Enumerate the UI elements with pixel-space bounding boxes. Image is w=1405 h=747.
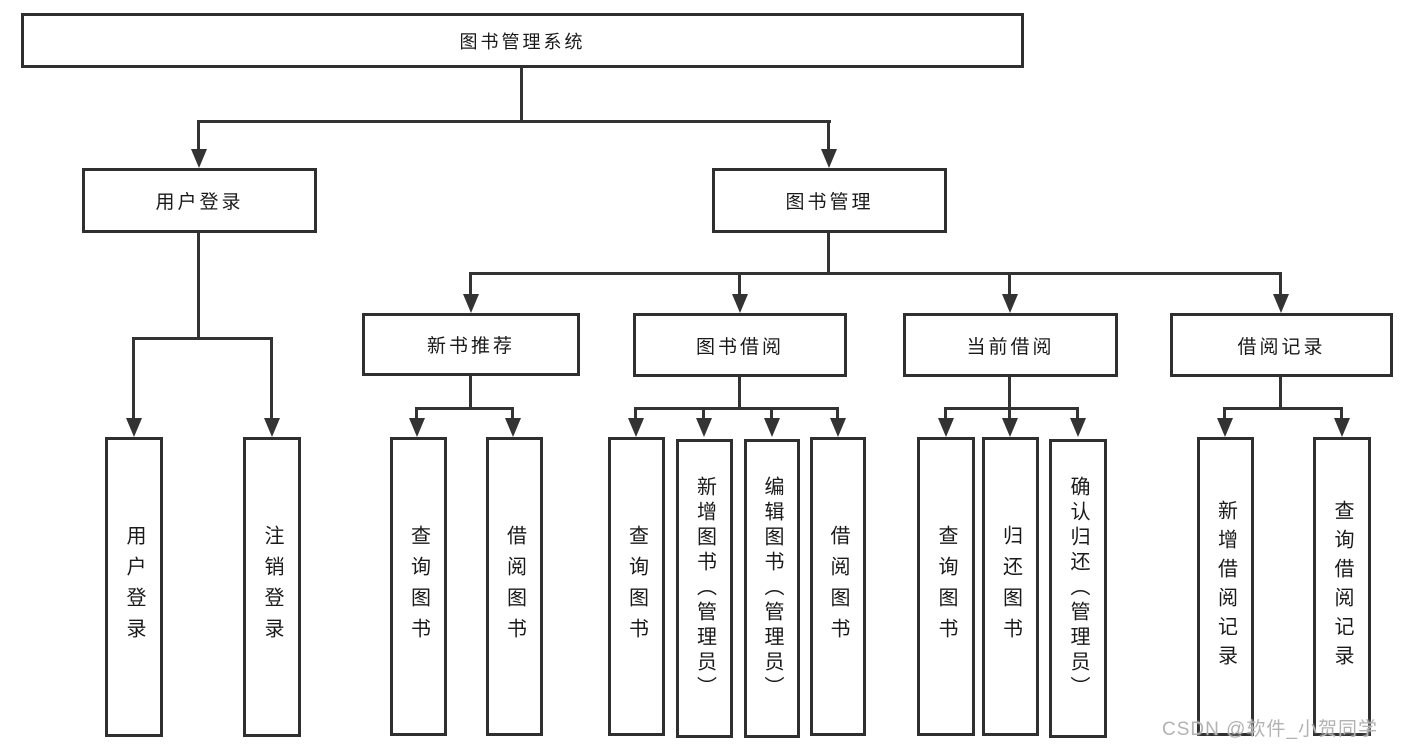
arrow-down-icon (732, 294, 748, 313)
arrow-down-icon (126, 418, 142, 437)
node-new-book-recommend: 新书推荐 (362, 313, 580, 376)
csdn-watermark: CSDN @软件_小贺同学 (1162, 719, 1378, 740)
leaf-current-return-books: 归还图书 (982, 437, 1039, 736)
edge-book-borrow-stem (738, 377, 741, 410)
edge-leaf (1076, 407, 1079, 420)
arrow-down-icon (1273, 294, 1289, 313)
arrow-down-icon (505, 418, 521, 437)
arrow-down-icon (1002, 418, 1018, 437)
leaf-newbook-borrow-books-label: 借阅图书 (503, 524, 526, 649)
leaf-borrow-borrow-books-label: 借阅图书 (827, 524, 849, 649)
arrow-down-icon (264, 418, 280, 437)
edge-book-management-stem (827, 233, 830, 275)
edge-to-borrow-records (1279, 272, 1282, 296)
leaf-borrow-borrow-books: 借阅图书 (810, 437, 866, 736)
leaf-newbook-borrow-books: 借阅图书 (486, 437, 543, 736)
edge-to-new-book (469, 272, 472, 296)
arrow-down-icon (1002, 294, 1018, 313)
edge-new-book-stem (469, 376, 472, 410)
arrow-down-icon (191, 149, 207, 168)
edge-root-stem (520, 68, 523, 123)
node-new-book-recommend-label: 新书推荐 (426, 336, 515, 357)
node-root-label: 图书管理系统 (459, 31, 586, 52)
edge-to-book-management (827, 120, 830, 152)
edge-leaf (770, 407, 773, 420)
leaf-borrow-edit-books-admin: 编辑图书（管理员） (744, 439, 800, 738)
node-current-borrow-label: 当前借阅 (966, 336, 1055, 358)
leaf-current-confirm-return-admin: 确认归还（管理员） (1049, 439, 1107, 738)
node-current-borrow: 当前借阅 (903, 313, 1118, 377)
leaf-current-query-books: 查询图书 (917, 437, 975, 736)
leaf-records-add-record-label: 新增借阅记录 (1214, 499, 1237, 674)
node-user-login: 用户登录 (82, 168, 317, 233)
edge-to-book-borrow (738, 272, 741, 296)
arrow-down-icon (1334, 418, 1350, 437)
edge-user-login-split (132, 337, 273, 340)
leaf-records-add-record: 新增借阅记录 (1197, 437, 1254, 736)
arrow-down-icon (696, 418, 712, 437)
leaf-logout: 注销登录 (243, 437, 301, 737)
leaf-records-query-record-label: 查询借阅记录 (1331, 499, 1353, 674)
edge-leaf (702, 407, 705, 420)
arrow-down-icon (1217, 418, 1233, 437)
arrow-down-icon (830, 418, 846, 437)
leaf-newbook-query-books-label: 查询图书 (407, 524, 430, 649)
edge-to-user-login (197, 120, 200, 152)
edge-book-management-split (469, 272, 1282, 275)
edge-current-borrow-stem (1008, 377, 1011, 410)
arrow-down-icon (764, 418, 780, 437)
edge-leaf (415, 407, 418, 420)
edge-book-borrow-split (634, 407, 839, 410)
edge-current-borrow-split (944, 407, 1079, 410)
edge-leaf (836, 407, 839, 420)
edge-to-leaf-logout (270, 337, 273, 420)
edge-user-login-stem (197, 233, 200, 340)
node-user-login-label: 用户登录 (155, 192, 244, 213)
edge-to-leaf-user-login (132, 337, 135, 420)
edge-new-book-split (415, 407, 514, 410)
node-borrow-records-label: 借阅记录 (1237, 336, 1326, 358)
node-book-borrow-label: 图书借阅 (695, 336, 784, 358)
edge-leaf (634, 407, 637, 420)
arrow-down-icon (938, 418, 954, 437)
leaf-current-return-books-label: 归还图书 (999, 524, 1022, 649)
leaf-user-login-label: 用户登录 (123, 525, 145, 649)
edge-to-current-borrow (1008, 272, 1011, 296)
node-borrow-records: 借阅记录 (1170, 313, 1393, 377)
edge-leaf (1008, 407, 1011, 420)
leaf-borrow-add-books-admin-label: 新增图书（管理员） (693, 476, 716, 701)
leaf-borrow-edit-books-admin-label: 编辑图书（管理员） (761, 476, 783, 701)
edge-leaf (1223, 407, 1226, 420)
edge-borrow-records-split (1223, 407, 1343, 410)
edge-root-split (198, 120, 831, 123)
node-root: 图书管理系统 (21, 13, 1024, 68)
node-book-management-label: 图书管理 (785, 192, 874, 213)
arrow-down-icon (463, 294, 479, 313)
arrow-down-icon (409, 418, 425, 437)
leaf-borrow-query-books: 查询图书 (608, 437, 665, 736)
edge-leaf (944, 407, 947, 420)
leaf-borrow-query-books-label: 查询图书 (625, 524, 648, 649)
node-book-management: 图书管理 (712, 168, 947, 233)
leaf-user-login: 用户登录 (105, 437, 163, 737)
node-book-borrow: 图书借阅 (633, 313, 847, 377)
arrow-down-icon (1070, 418, 1086, 437)
edge-leaf (1340, 407, 1343, 420)
leaf-borrow-add-books-admin: 新增图书（管理员） (676, 439, 733, 738)
edge-borrow-records-stem (1279, 377, 1282, 410)
leaf-logout-label: 注销登录 (261, 525, 283, 649)
leaf-records-query-record: 查询借阅记录 (1313, 437, 1371, 736)
leaf-current-confirm-return-admin-label: 确认归还（管理员） (1067, 476, 1089, 701)
arrow-down-icon (821, 149, 837, 168)
leaf-newbook-query-books: 查询图书 (390, 437, 447, 736)
leaf-current-query-books-label: 查询图书 (935, 524, 957, 649)
edge-leaf (511, 407, 514, 420)
arrow-down-icon (628, 418, 644, 437)
